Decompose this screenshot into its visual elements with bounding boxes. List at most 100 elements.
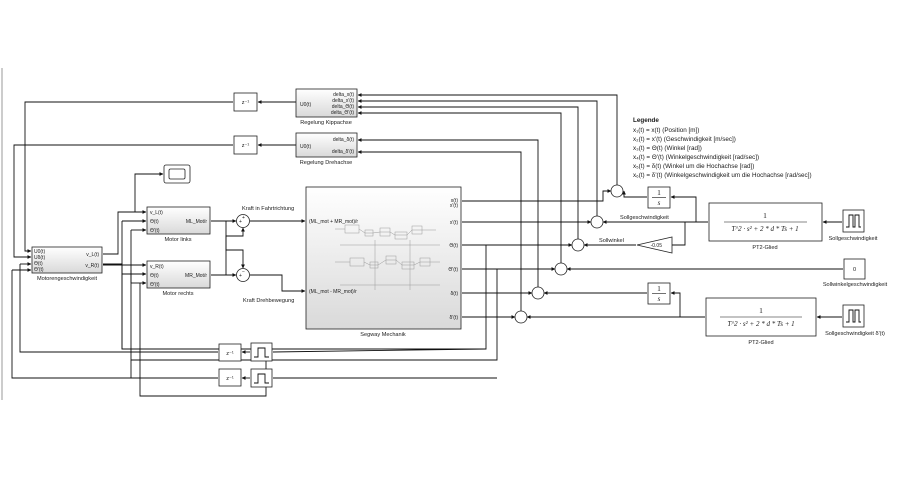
sum-node[interactable] (571, 238, 585, 252)
gain-block[interactable]: -0.05 (636, 236, 673, 254)
port-label: Uδ(t) (34, 255, 45, 261)
delay-label: z⁻¹ (242, 100, 250, 106)
block-caption: PT2-Glied (748, 340, 773, 346)
unit-delay-1[interactable]: z⁻¹ (233, 92, 258, 112)
port-label: delta_δ'(t) (332, 149, 354, 155)
legend-entry: x₁(t) = x(t) (Position [m]) (633, 127, 699, 134)
port-label: Θ(t) (150, 273, 159, 279)
signal-source-sollgeschwindigkeit[interactable]: Sollgeschwindigkeit (829, 209, 878, 242)
pt2-glied-upper[interactable]: 1 T^2 · s² + 2 * d * Ts + 1 PT2-Glied (708, 202, 823, 251)
svg-text:+: + (239, 273, 242, 279)
block-caption: Motor links (164, 237, 191, 243)
block-caption: Sollgeschwindigkeit (829, 236, 878, 242)
motor-links-block[interactable]: v_L(t) Θ(t) Θ'(t) ML_Mot/r Motor links (146, 206, 211, 243)
constant-value: 0 (853, 267, 856, 273)
tf-denominator: T^2 · s² + 2 * d * Ts + 1 (731, 225, 798, 233)
block-caption: Motor rechts (162, 291, 193, 297)
port-label: U0(t) (300, 102, 311, 108)
tf-numerator: 1 (759, 306, 763, 315)
tf-denominator: s (658, 199, 661, 207)
legend-entry: x₃(t) = Θ(t) (Winkel [rad]) (633, 145, 702, 152)
signal-source-sollgeschwindigkeit-delta[interactable]: Sollgeschwindigkeit δ'(t) (825, 304, 885, 337)
step-block-1[interactable] (250, 342, 273, 362)
port-label: (ML_mot - MR_mot)/r (309, 289, 357, 295)
integrator-upper[interactable]: 1 s (647, 186, 671, 209)
sum-kraft-fahrt[interactable]: + + (236, 214, 250, 228)
tf-numerator: 1 (657, 188, 661, 197)
tf-denominator: s (658, 295, 661, 303)
block-caption: Regelung Drehachse (300, 160, 353, 166)
block-caption: PT2-Glied (752, 245, 777, 251)
tf-numerator: 1 (763, 211, 767, 220)
integrator-lower[interactable]: 1 s (647, 282, 671, 305)
block-caption: Motorengeschwindigkeit (37, 276, 97, 282)
legend-entry: x₅(t) = δ(t) (Winkel um die Hochachse [r… (633, 163, 754, 170)
sum-node[interactable] (531, 286, 545, 300)
constant-zero-block[interactable]: 0 Sollwinkelgeschwindigkeit (823, 258, 888, 288)
port-label: v_R(t) (150, 264, 164, 270)
delay-label: z⁻¹ (226, 351, 234, 357)
scope-block[interactable] (163, 164, 191, 184)
legend: Legende x₁(t) = x(t) (Position [m]) x₂(t… (633, 117, 812, 179)
sum-node[interactable] (554, 262, 568, 276)
port-label: Θ'(t) (150, 228, 160, 234)
signal-lines (11, 92, 843, 397)
legend-title: Legende (633, 117, 659, 124)
port-label: (ML_mot + MR_mot)/r (309, 219, 358, 225)
port-label: v_R(t) (85, 263, 99, 269)
segway-mechanik-block[interactable]: (ML_mot + MR_mot)/r (ML_mot - MR_mot)/r … (305, 186, 462, 338)
sum-node[interactable] (610, 184, 624, 198)
legend-entry: x₂(t) = x'(t) (Geschwindigkeit [m/sec]) (633, 136, 736, 143)
legend-entry: x₆(t) = δ'(t) (Winkelgeschwindigkeit um … (633, 172, 812, 179)
delay-label: z⁻¹ (242, 143, 250, 149)
svg-text:−: − (242, 269, 245, 275)
motor-rechts-block[interactable]: v_R(t) Θ(t) Θ'(t) MR_Mot/r Motor rechts (146, 260, 211, 297)
port-label: δ(t) (450, 291, 458, 297)
port-label: v_L(t) (150, 210, 163, 216)
port-label: Θ(t) (449, 243, 458, 249)
regelung-kippachse-block[interactable]: U0(t) delta_x(t) delta_x'(t) delta_Θ(t) … (295, 88, 358, 126)
pt2-glied-lower[interactable]: 1 T^2 · s² + 2 * d * Ts + 1 PT2-Glied (705, 297, 817, 346)
motorengeschwindigkeit-block[interactable]: U0(t) Uδ(t) Θ(t) Θ'(t) v_L(t) v_R(t) Mot… (31, 246, 103, 282)
port-label: ML_Mot/r (186, 219, 207, 225)
svg-text:+: + (239, 219, 242, 225)
sum-kraft-dreh[interactable]: + − (236, 268, 250, 282)
signal-label: Sollgeschwindigkeit (620, 215, 669, 221)
segway-internal-preview (335, 224, 440, 290)
sum-node[interactable] (514, 310, 528, 324)
unit-delay-2[interactable]: z⁻¹ (233, 135, 258, 155)
block-caption: Sollgeschwindigkeit δ'(t) (825, 331, 885, 337)
port-label: U0(t) (300, 144, 311, 150)
port-label: x'(t) (450, 203, 459, 209)
unit-delay-3[interactable]: z⁻¹ (218, 343, 242, 362)
step-block-2[interactable] (250, 368, 273, 388)
sum-nodes-right[interactable] (514, 184, 624, 324)
port-label: Θ'(t) (34, 267, 44, 273)
sum-node[interactable] (590, 215, 604, 229)
unit-delay-4[interactable]: z⁻¹ (218, 368, 242, 387)
port-label: Θ'(t) (448, 267, 458, 273)
port-label: delta_x(t) (333, 92, 354, 98)
legend-entry: x₄(t) = Θ'(t) (Winkelgeschwindigkeit [ra… (633, 154, 759, 161)
kraft-dreh-label: Kraft Drehbewegung (243, 298, 294, 304)
port-label: delta_δ(t) (333, 137, 354, 143)
block-caption: Regelung Kippachse (300, 120, 352, 126)
port-label: Θ'(t) (150, 282, 160, 288)
gain-value: -0.05 (651, 243, 663, 249)
tf-numerator: 1 (657, 284, 661, 293)
port-label: Θ(t) (34, 261, 43, 267)
block-caption: Sollwinkelgeschwindigkeit (823, 282, 888, 288)
port-label: x'(t) (450, 220, 459, 226)
port-label: delta_Θ(t) (332, 104, 355, 110)
regelung-drehachse-block[interactable]: U0(t) delta_δ(t) delta_δ'(t) Regelung Dr… (295, 132, 358, 166)
port-label: MR_Mot/r (185, 273, 207, 279)
block-caption: Segway Mechanik (360, 332, 406, 338)
port-label: x(t) (451, 198, 459, 204)
tf-denominator: T^2 · s² + 2 * d * Ts + 1 (727, 320, 794, 328)
port-label: Θ(t) (150, 219, 159, 225)
kraft-fahrt-label: Kraft in Fahrtrichtung (242, 206, 294, 212)
port-label: v_L(t) (86, 252, 99, 258)
port-label: delta_Θ'(t) (331, 110, 355, 116)
port-label: delta_x'(t) (332, 98, 354, 104)
